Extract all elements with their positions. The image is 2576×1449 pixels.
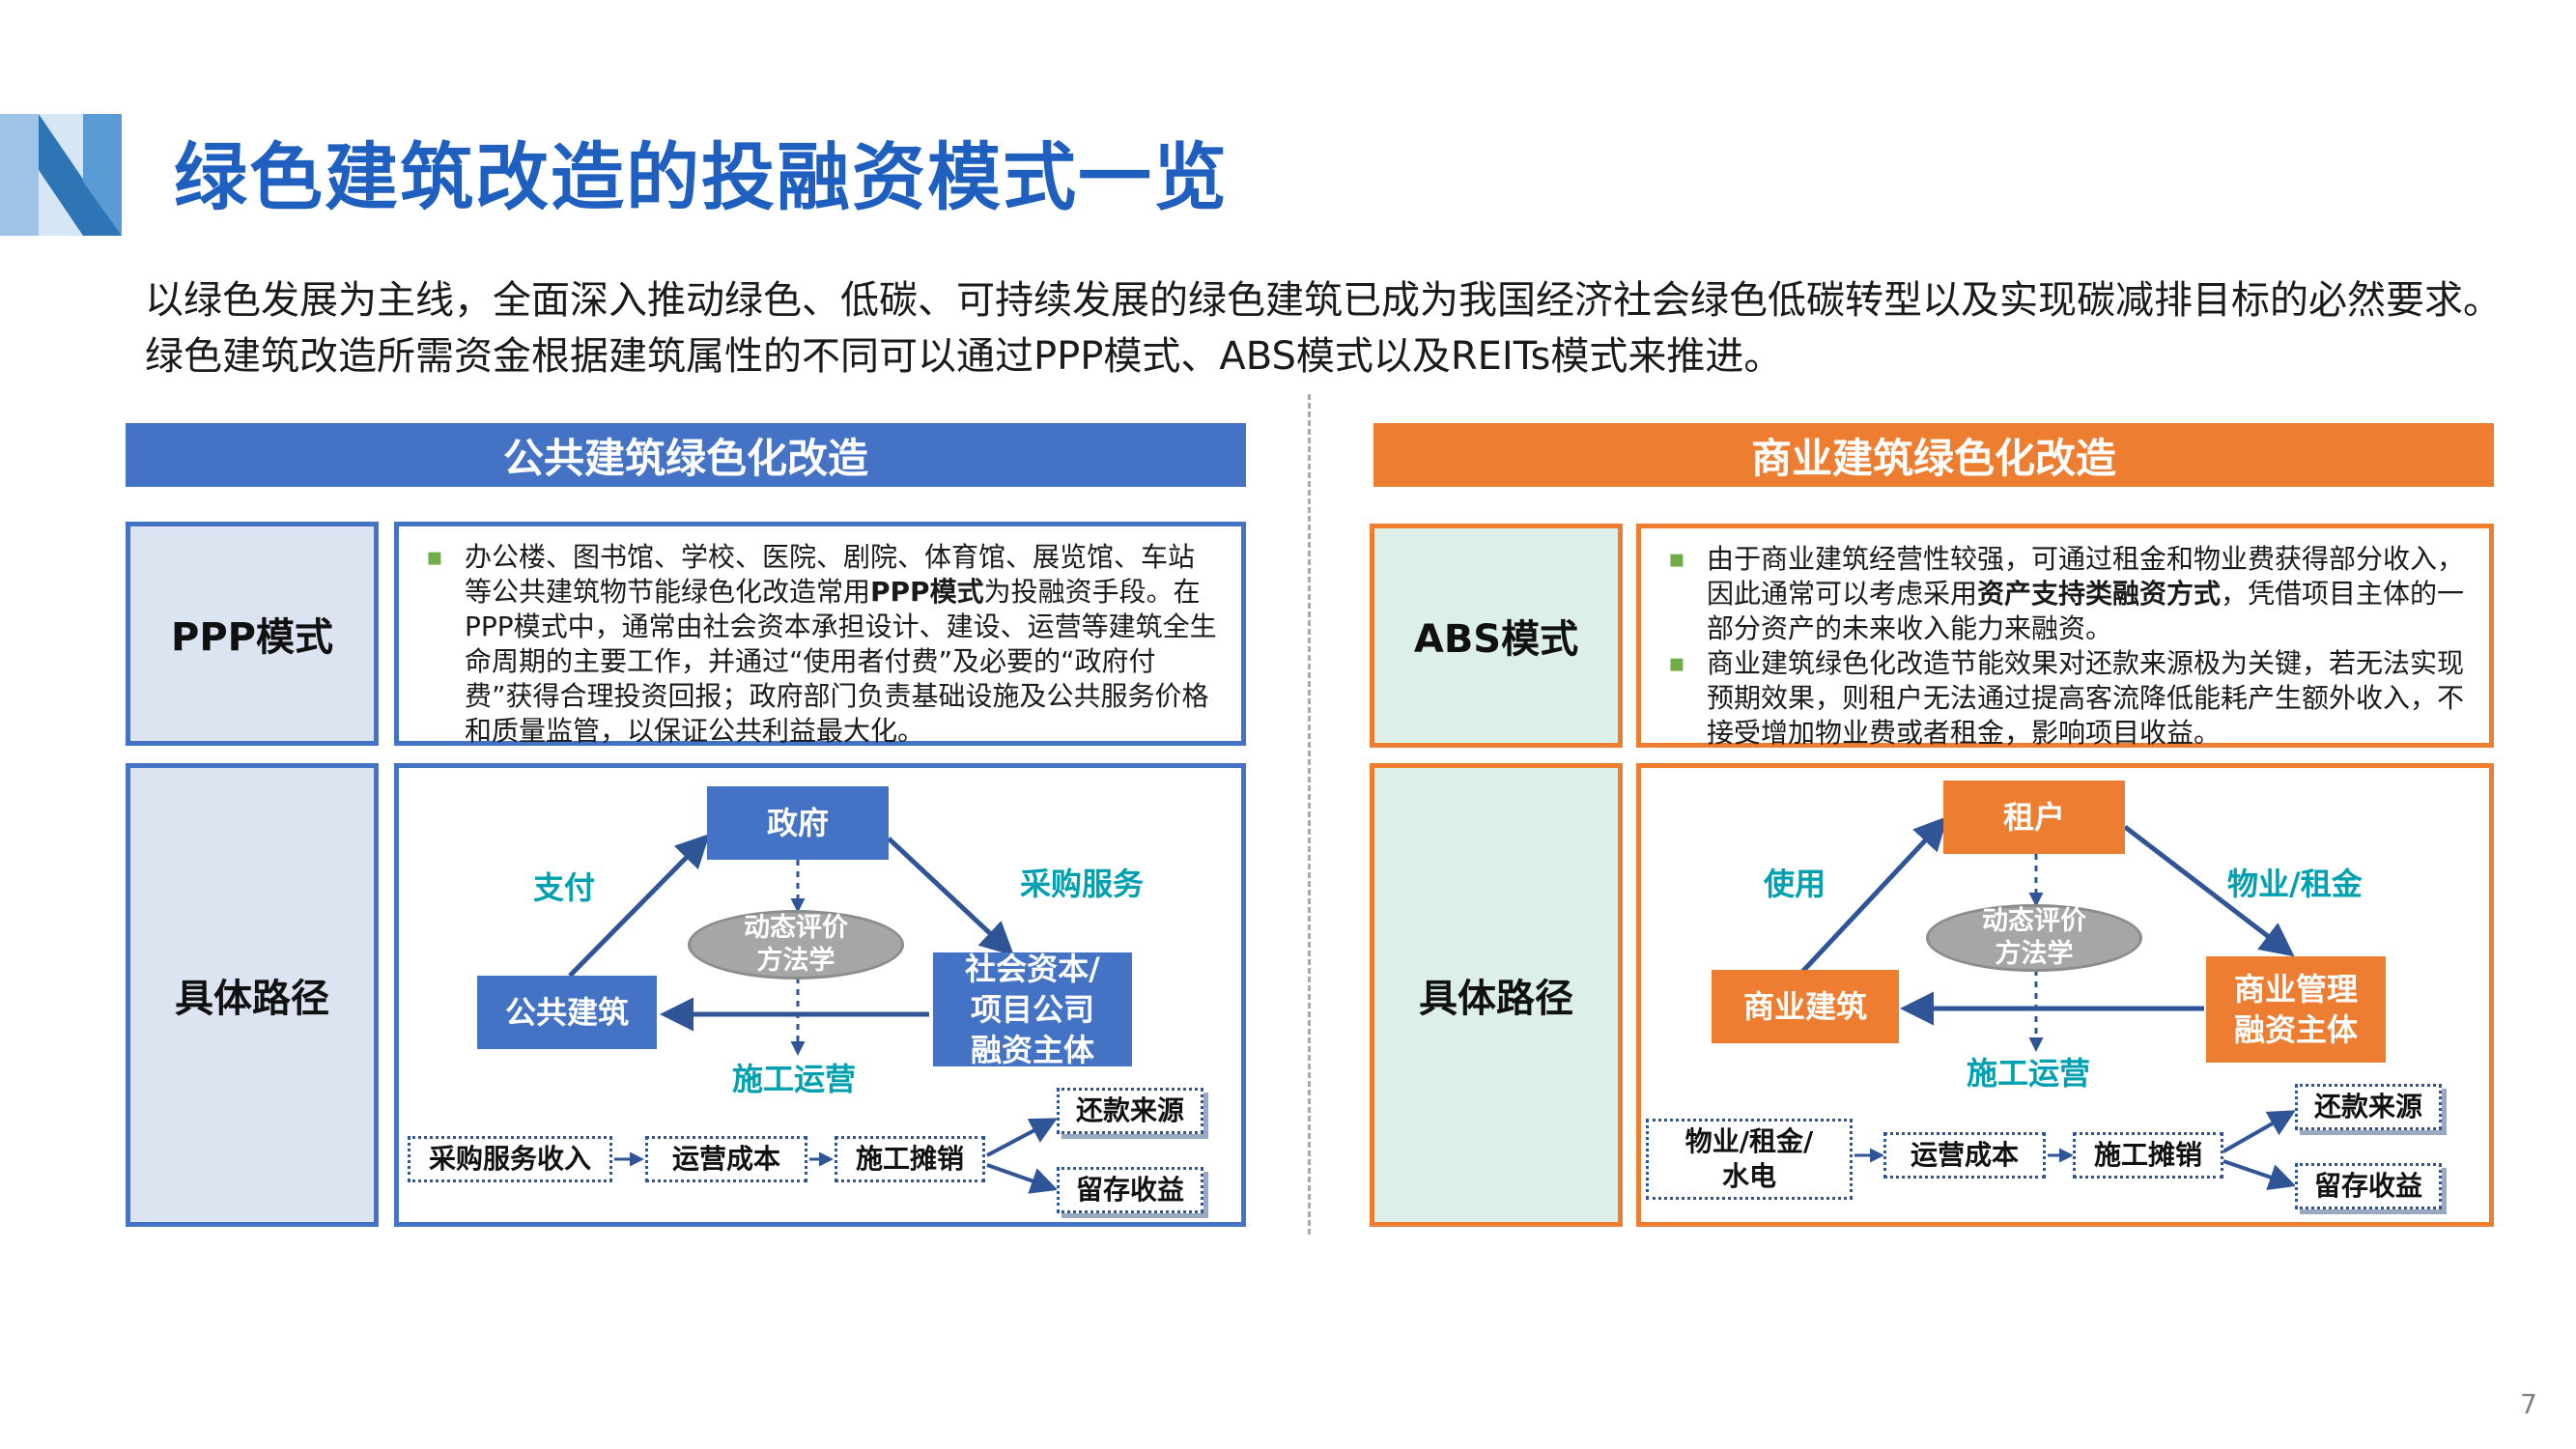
abs-description-item-2: 商业建筑绿色化改造节能效果对还款来源极为关键，若无法实现预期效果，则租户无法通过… <box>1662 646 2468 751</box>
public-building-banner: 公共建筑绿色化改造 <box>126 423 1246 487</box>
chain-item-cost: 运营成本 <box>645 1136 807 1182</box>
abs-path-label: 具体路径 <box>1370 763 1623 1227</box>
chain-item-amortization-abs: 施工摊销 <box>2073 1132 2223 1179</box>
outcome-retained-abs: 留存收益 <box>2295 1163 2442 1209</box>
edge-label-construct-abs: 施工运营 <box>1967 1055 2091 1092</box>
chain-item-property-rent-utility: 物业/租金/ 水电 <box>1646 1119 1853 1200</box>
abs-model-label: ABS模式 <box>1370 524 1623 748</box>
ppp-description: 办公楼、图书馆、学校、医院、剧院、体育馆、展览馆、车站等公共建筑物节能绿色化改造… <box>394 522 1246 749</box>
abs-description-item-1: 由于商业建筑经营性较强，可通过租金和物业费获得部分收入，因此通常可以考虑采用资产… <box>1662 542 2468 646</box>
edge-label-construct: 施工运营 <box>732 1061 857 1097</box>
section-divider <box>1308 394 1311 1235</box>
node-commercial-management: 商业管理 融资主体 <box>2206 956 2386 1063</box>
ppp-description-item: 办公楼、图书馆、学校、医院、剧院、体育馆、展览馆、车站等公共建筑物节能绿色化改造… <box>420 540 1220 749</box>
node-government: 政府 <box>707 786 889 860</box>
node-dynamic-evaluation-abs: 动态评价 方法学 <box>1926 904 2142 972</box>
outcome-repayment-abs: 还款来源 <box>2295 1084 2442 1130</box>
logo-icon <box>0 114 122 236</box>
edge-label-property-rent: 物业/租金 <box>2227 866 2363 902</box>
node-public-building: 公共建筑 <box>477 976 657 1049</box>
edge-label-pay: 支付 <box>533 869 596 906</box>
outcome-retained: 留存收益 <box>1057 1167 1203 1213</box>
intro-paragraph: 以绿色发展为主线，全面深入推动绿色、低碳、可持续发展的绿色建筑已成为我国经济社会… <box>145 278 2502 379</box>
page-title: 绿色建筑改造的投融资模式一览 <box>174 134 1229 220</box>
node-commercial-building: 商业建筑 <box>1712 970 1899 1043</box>
node-social-capital: 社会资本/ 项目公司 融资主体 <box>933 951 1132 1068</box>
abs-description: 由于商业建筑经营性较强，可通过租金和物业费获得部分收入，因此通常可以考虑采用资产… <box>1636 524 2494 751</box>
node-tenant: 租户 <box>1943 781 2125 854</box>
ppp-path-label: 具体路径 <box>126 763 379 1227</box>
commercial-building-banner: 商业建筑绿色化改造 <box>1373 423 2494 487</box>
chain-item-amortization: 施工摊销 <box>835 1136 985 1182</box>
edge-label-use: 使用 <box>1764 866 1826 902</box>
edge-label-procure: 采购服务 <box>1020 866 1145 902</box>
chain-item-revenue: 采购服务收入 <box>408 1136 612 1182</box>
ppp-model-label: PPP模式 <box>126 522 379 746</box>
outcome-repayment: 还款来源 <box>1057 1088 1203 1134</box>
chain-item-cost-abs: 运营成本 <box>1883 1132 2046 1179</box>
page-number: 7 <box>2520 1388 2537 1420</box>
node-dynamic-evaluation: 动态评价 方法学 <box>688 910 904 980</box>
